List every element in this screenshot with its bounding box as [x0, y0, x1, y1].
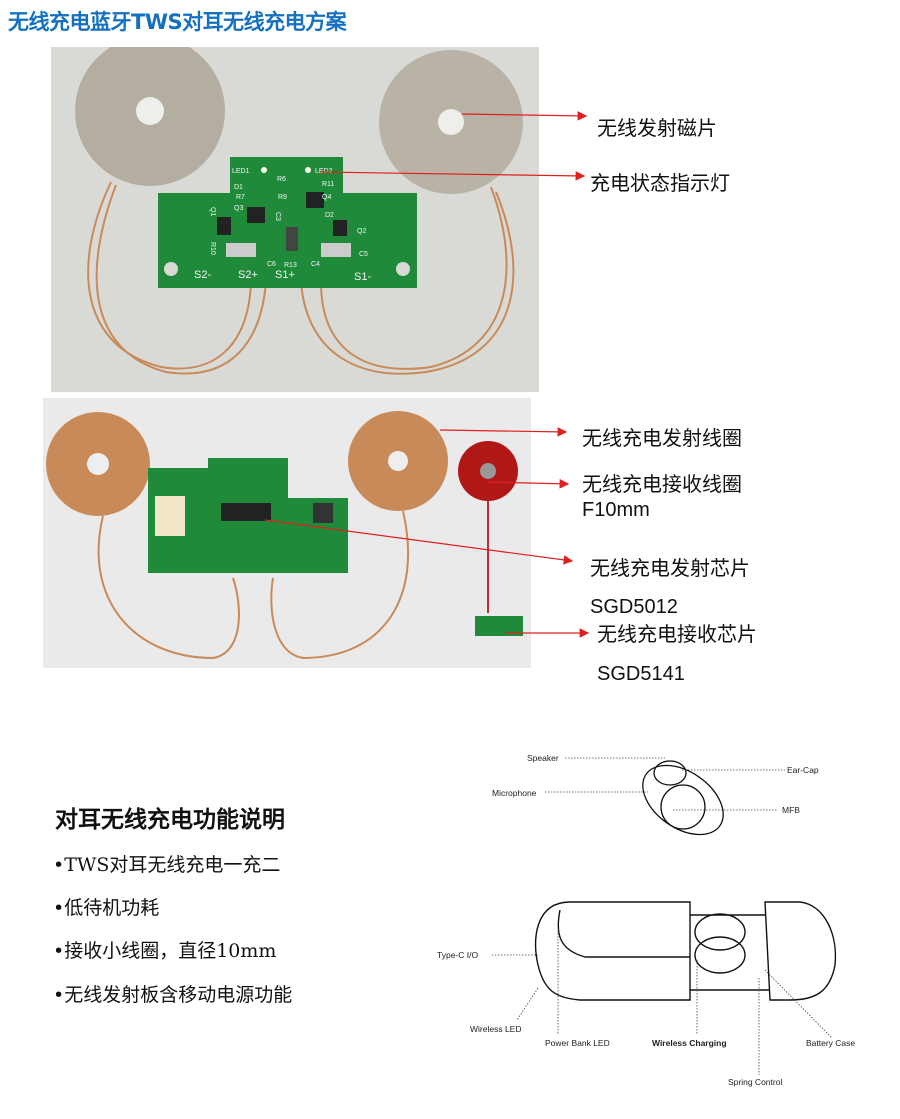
label-microphone: Microphone: [492, 788, 537, 798]
silk-d1: D1: [234, 184, 243, 191]
callout-transmit-coil: 无线充电发射线圈: [582, 426, 742, 450]
receive-coil: [458, 441, 518, 501]
earbud-case-diagram: Speaker Ear-Cap Microphone MFB Type-C I/…: [437, 753, 855, 1087]
pcb-transmitter-board: [158, 157, 417, 288]
transmit-coil-left: [46, 412, 150, 516]
silk-s2-plus: S2+: [238, 269, 258, 281]
label-spring-control: Spring Control: [728, 1077, 782, 1087]
silk-r11: R11: [322, 181, 334, 188]
case-drawing: [534, 901, 837, 1001]
silk-r6: R6: [277, 176, 286, 183]
silk-r13: R13: [284, 262, 297, 269]
callout-arrows: [264, 111, 590, 638]
receive-coil-size: F10mm: [582, 499, 650, 521]
label-speaker: Speaker: [527, 753, 559, 763]
silk-r10: R10: [209, 242, 216, 255]
photo-transmitter-board-ferrite: LED1 LED2 R6 R11 D1 Q4 R7 R9 D2 Q3 Q1 C3…: [51, 47, 539, 392]
callout-receive-coil: 无线充电接收线圈: [582, 472, 742, 496]
photo-coils-and-chips: [43, 398, 531, 668]
silk-d2: D2: [325, 212, 334, 219]
label-battery-case: Battery Case: [806, 1038, 855, 1048]
silk-r7: R7: [236, 194, 245, 201]
label-wireless-charging: Wireless Charging: [652, 1038, 727, 1048]
silk-q4: Q4: [322, 194, 331, 201]
feature-item: •无线发射板含移动电源功能: [53, 984, 293, 1006]
silk-s1-plus: S1+: [275, 269, 295, 281]
transmit-coil-right: [348, 411, 448, 511]
silk-c5: C5: [359, 251, 368, 258]
callout-ferrite: 无线发射磁片: [597, 116, 717, 140]
ferrite-disc-right: [379, 50, 523, 194]
earbud-drawing: [642, 760, 724, 836]
silk-q2: Q2: [357, 228, 366, 235]
silk-r9: R9: [278, 194, 287, 201]
silk-c4: C4: [311, 261, 320, 268]
receive-chip-model: SGD5141: [597, 663, 685, 685]
receive-chip-board: [475, 616, 523, 636]
label-ear-cap: Ear-Cap: [787, 765, 819, 775]
features-heading: 对耳无线充电功能说明: [55, 806, 285, 833]
callout-receive-chip: 无线充电接收芯片: [597, 622, 757, 646]
silk-q3: Q3: [234, 205, 243, 212]
feature-item: •低待机功耗: [53, 897, 160, 919]
callout-status-led: 充电状态指示灯: [590, 171, 730, 195]
feature-item: •TWS对耳无线充电一充二: [53, 854, 281, 876]
transmit-chip-model: SGD5012: [590, 596, 678, 618]
label-type-c: Type-C I/O: [437, 950, 478, 960]
label-mfb: MFB: [782, 805, 800, 815]
callout-transmit-chip: 无线充电发射芯片: [590, 556, 750, 580]
ferrite-disc-left: [75, 47, 225, 186]
label-wireless-led: Wireless LED: [470, 1024, 521, 1034]
silk-led1: LED1: [232, 168, 250, 175]
silk-c6: C6: [267, 261, 276, 268]
label-power-bank-led: Power Bank LED: [545, 1038, 610, 1048]
silk-s1-minus: S1-: [354, 271, 371, 283]
feature-item: •接收小线圈，直径10mm: [53, 940, 277, 962]
silk-c3: C3: [274, 212, 281, 221]
page-title: 无线充电蓝牙TWS对耳无线充电方案: [8, 10, 347, 34]
silk-q1: Q1: [209, 207, 216, 216]
silk-s2-minus: S2-: [194, 269, 211, 281]
